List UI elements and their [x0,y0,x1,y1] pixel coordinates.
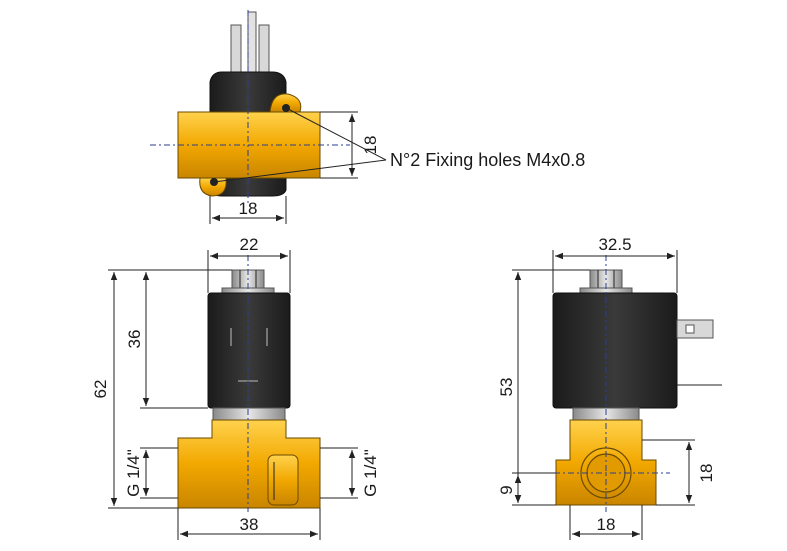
dim-body-width: 38 [240,515,259,534]
terminal-pin [247,11,257,81]
fixing-lug [269,93,302,113]
dim-side-body-width: 18 [597,515,616,534]
front-body [177,419,321,509]
side-view: 32.5 53 9 18 18 [497,235,722,540]
front-boss [267,454,299,506]
coil-slot [230,328,232,346]
side-coil [552,292,678,409]
lower-nut [212,407,286,421]
front-view: 22 36 62 G 1/4" G 1/4" 38 [91,235,380,540]
dim-port-left: G 1/4" [124,449,143,497]
fixing-holes-note: N°2 Fixing holes M4x0.8 [390,150,585,170]
fixing-lug [199,177,227,197]
dim-front-top-width: 22 [240,235,259,254]
dim-side-top-width: 32.5 [598,235,631,254]
dim-side-total-height: 53 [497,378,516,397]
dim-port-right: G 1/4" [361,449,380,497]
coil-top [209,71,287,113]
dim-side-body-height: 18 [697,464,716,483]
connector-hole [685,324,695,334]
coil [207,292,291,409]
connector-tab [676,319,714,339]
top-view: 18 18 N°2 Fixing holes M4x0.8 [150,10,585,224]
coil-slot [266,328,268,346]
dim-total-height: 62 [91,380,110,399]
dim-port-height: 9 [497,485,516,494]
dim-coil-height: 36 [125,330,144,349]
dim-top-width: 18 [239,199,258,218]
